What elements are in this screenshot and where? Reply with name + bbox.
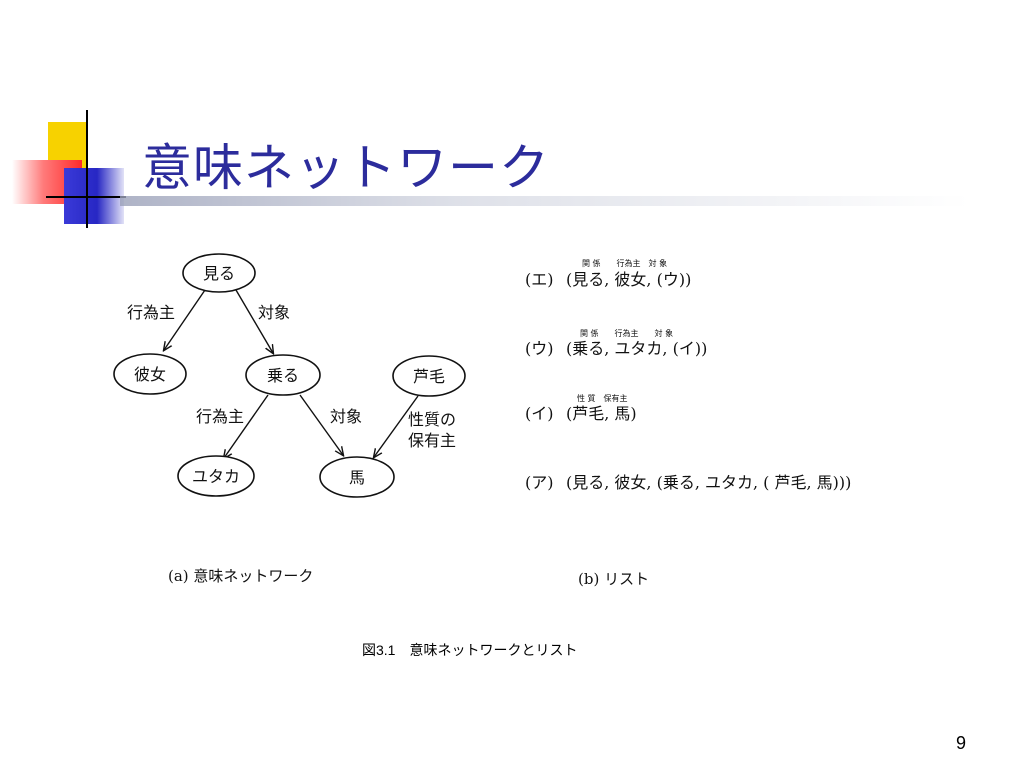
node-label-noru: 乗る xyxy=(267,366,299,385)
node-label-kanojo: 彼女 xyxy=(134,365,166,384)
edge-label-agent-1: 行為主 xyxy=(127,303,175,322)
network-node-ashige: 芦毛 xyxy=(392,355,466,397)
edge-noru-uma xyxy=(299,394,343,455)
network-node-uma: 馬 xyxy=(319,456,395,498)
edge-label-object-2: 対象 xyxy=(330,407,362,426)
list-item-i: 性 質 保有主 (イ) (芦毛, 馬) xyxy=(525,393,637,423)
network-edges xyxy=(164,289,419,458)
edge-ashige-uma xyxy=(374,395,419,457)
node-label-uma: 馬 xyxy=(349,468,365,487)
edge-miru-kanojo xyxy=(164,289,206,350)
network-node-yutaka: ユタカ xyxy=(177,455,255,497)
network-node-noru: 乗る xyxy=(245,354,321,396)
edge-label-possessor-line2: 保有主 xyxy=(408,431,456,450)
list-caption: (b) リスト xyxy=(578,570,649,588)
list-annotation: 関 係 行為主 対 象 xyxy=(582,258,667,268)
list-label: (エ) xyxy=(525,270,554,289)
slide-title: 意味ネットワーク xyxy=(142,139,550,197)
node-label-yutaka: ユタカ xyxy=(192,467,240,486)
network-node-miru: 見る xyxy=(182,253,256,293)
edge-label-agent-2: 行為主 xyxy=(196,407,244,426)
list-expression: (見る, 彼女, (ウ)) xyxy=(566,270,691,289)
list-item-a: (ア) (見る, 彼女, (乗る, ユタカ, ( 芦毛, 馬))) xyxy=(525,473,851,492)
list-item-u: 関 係 行為主 対 象 (ウ) (乗る, ユタカ, (イ)) xyxy=(525,328,707,358)
edge-label-possessor-line1: 性質の xyxy=(408,410,456,429)
decorative-horizontal-line xyxy=(46,196,126,198)
list-expression: (見る, 彼女, (乗る, ユタカ, ( 芦毛, 馬))) xyxy=(566,473,851,492)
decorative-vertical-line xyxy=(86,110,88,228)
list-annotation: 関 係 行為主 対 象 xyxy=(580,328,673,338)
node-label-ashige: 芦毛 xyxy=(413,367,445,386)
title-underline-rule xyxy=(120,196,970,206)
list-expression: (芦毛, 馬) xyxy=(566,404,637,423)
edge-miru-noru xyxy=(235,289,273,353)
list-annotation: 性 質 保有主 xyxy=(577,393,628,403)
edge-label-object-1: 対象 xyxy=(258,303,290,322)
page-number: 9 xyxy=(955,733,966,753)
edge-noru-yutaka xyxy=(224,394,269,458)
network-caption: (a) 意味ネットワーク xyxy=(168,567,313,585)
list-label: (ア) xyxy=(525,473,554,492)
network-node-kanojo: 彼女 xyxy=(113,353,187,395)
node-label-miru: 見る xyxy=(203,264,235,283)
list-item-e: 関 係 行為主 対 象 (エ) (見る, 彼女, (ウ)) xyxy=(525,258,691,289)
list-label: (イ) xyxy=(525,404,554,423)
figure-caption: 図3.1 意味ネットワークとリスト xyxy=(362,642,578,658)
list-expression: (乗る, ユタカ, (イ)) xyxy=(566,339,707,358)
list-label: (ウ) xyxy=(525,339,554,358)
